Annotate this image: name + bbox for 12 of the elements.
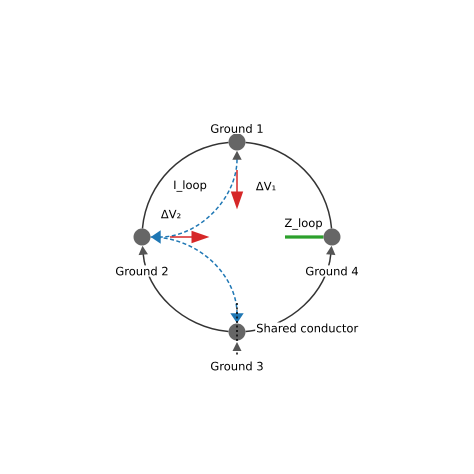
- conductor-arc: [142, 142, 228, 228]
- conductor-label: Shared conductor: [255, 322, 360, 334]
- voltage-label: ΔV₁: [254, 180, 278, 192]
- edge-label: Z_loop: [283, 217, 324, 231]
- conductor-arc: [246, 142, 332, 228]
- ground-label: Ground 3: [209, 360, 265, 372]
- ground-label: Ground 4: [304, 266, 360, 276]
- current-label: I_loop: [172, 179, 208, 193]
- ground-label: Ground 1: [209, 123, 265, 134]
- voltage-label: ΔV₂: [160, 208, 182, 220]
- ground-label: Ground 2: [114, 266, 170, 276]
- impedance-line: [285, 235, 324, 239]
